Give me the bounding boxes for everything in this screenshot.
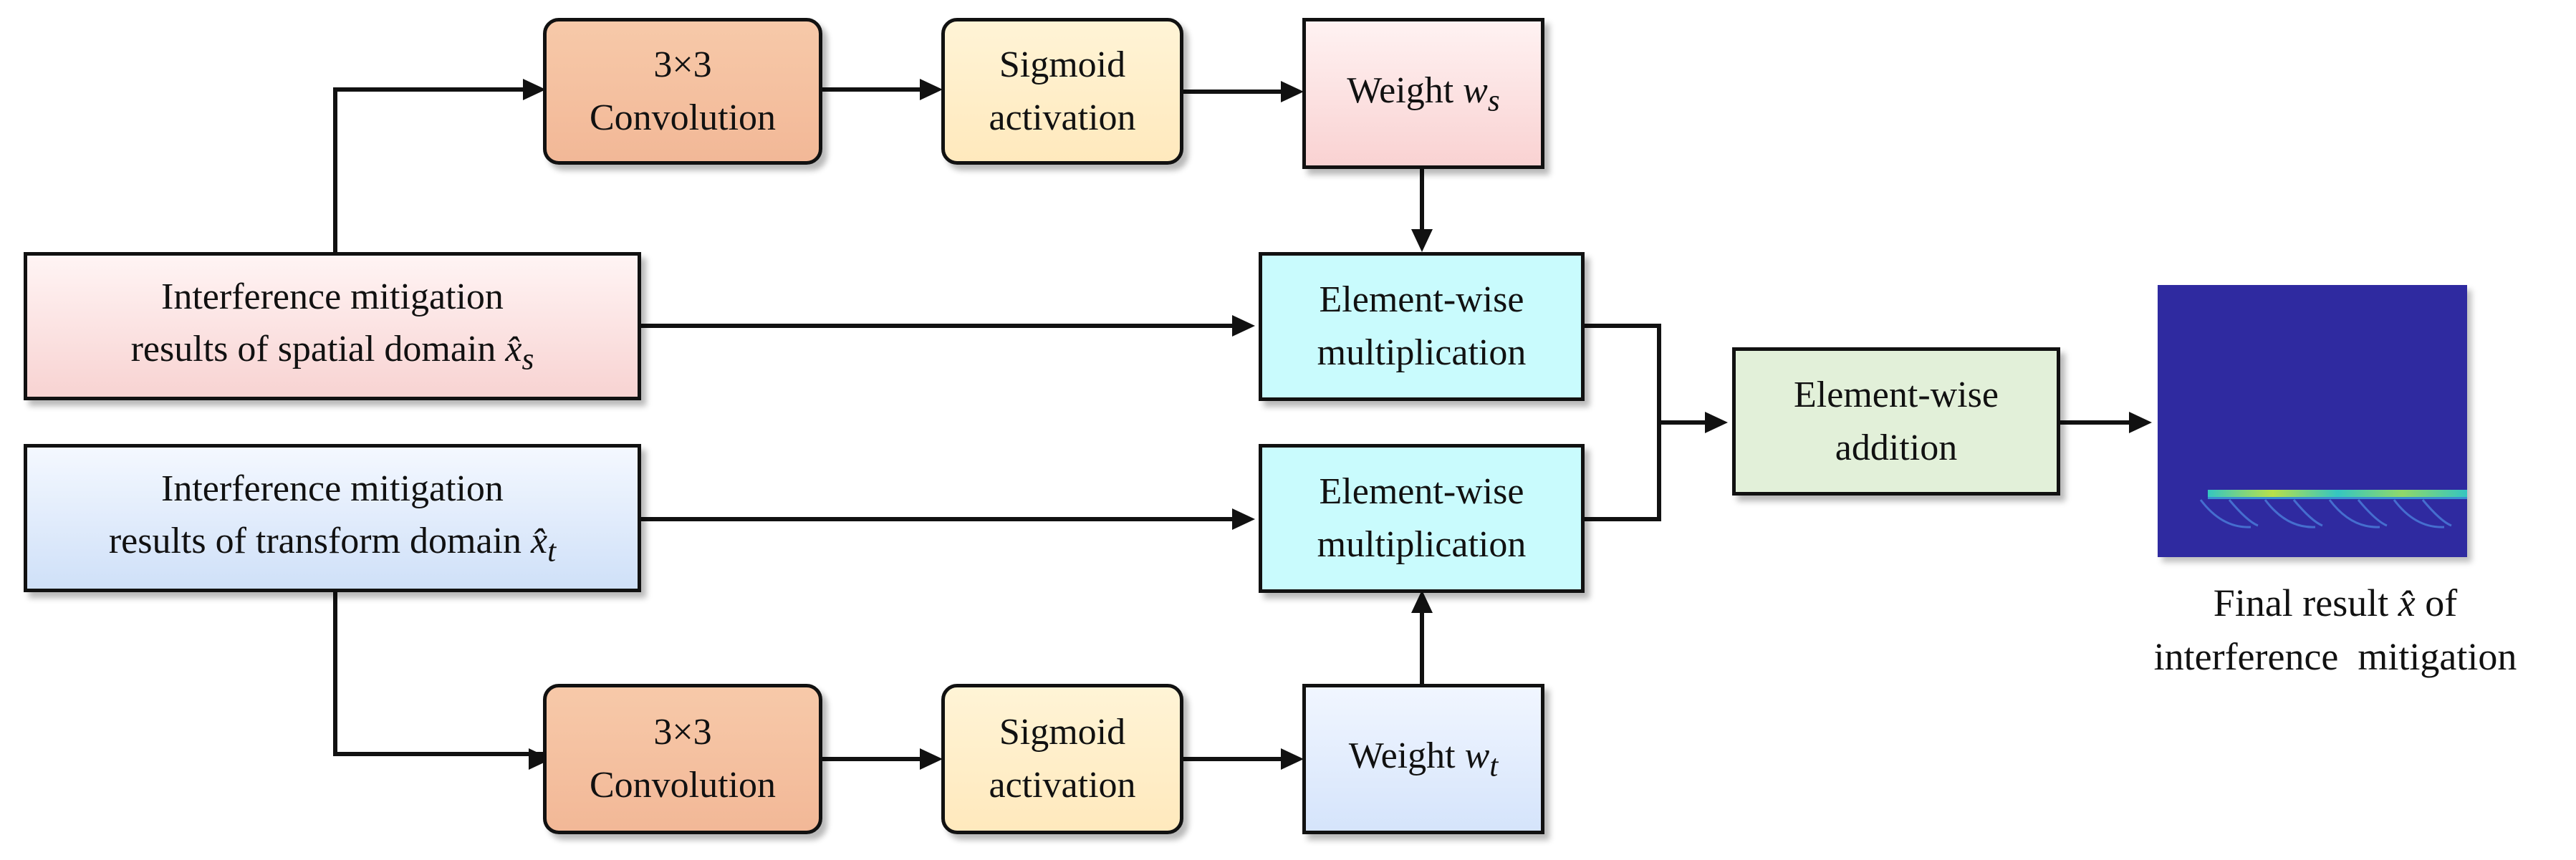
result-caption-line2: interference mitigation (2153, 634, 2517, 678)
result-trace (2264, 499, 2316, 528)
weight-wt-prefix: Weight (1348, 735, 1465, 777)
transform-input-box: Interference mitigation results of trans… (24, 444, 641, 592)
result-trace (2199, 499, 2251, 528)
transform-input-sub: t (547, 533, 557, 569)
multiply-top-merge-line (1585, 324, 1661, 521)
arrowhead (920, 748, 943, 770)
spatial-input-line1: Interference mitigation (161, 276, 504, 317)
spatial-input-line2-prefix: results of spatial domain (130, 329, 506, 370)
addition-line2: addition (1835, 427, 1958, 468)
result-caption-suffix: of (2415, 581, 2458, 624)
result-caption-line1: Final result x̂ of (2099, 576, 2572, 630)
result-trace (2393, 499, 2445, 528)
conv-top-box: 3×3 Convolution (543, 18, 822, 165)
transform-input-var: x̂ (531, 521, 548, 562)
sigmoid-bottom-line2: activation (989, 765, 1136, 806)
result-caption-prefix: Final result (2213, 581, 2398, 624)
transform-input-line2: results of transform domain x̂t (109, 515, 556, 574)
multiply-top-box: Element-wise multiplication (1259, 252, 1585, 401)
multiply-bottom-line1: Element-wise (1319, 471, 1524, 513)
conv-top-line1: 3×3 (653, 44, 712, 85)
result-trace (2228, 499, 2259, 527)
arrowhead (529, 748, 552, 770)
spatial-to-conv-top-arrow (333, 87, 537, 252)
result-trace (2328, 499, 2380, 528)
result-trace (2357, 499, 2388, 527)
result-image (2158, 285, 2467, 557)
conv-bottom-line1: 3×3 (653, 712, 712, 753)
transform-input-line1: Interference mitigation (161, 468, 504, 509)
spatial-input-sub: s (522, 342, 534, 377)
conv-bottom-box: 3×3 Convolution (543, 684, 822, 834)
transform-input-line2-prefix: results of transform domain (108, 521, 532, 562)
conv-top-line2: Convolution (589, 97, 777, 138)
arrowhead (1281, 81, 1304, 102)
weight-wt-label: Weight wt (1349, 730, 1499, 788)
spatial-input-var: x̂ (505, 329, 522, 370)
multiply-bottom-box: Element-wise multiplication (1259, 444, 1585, 593)
weight-wt-var: w (1464, 735, 1490, 777)
weight-ws-var: w (1463, 69, 1488, 111)
weight-ws-label: Weight ws (1347, 64, 1499, 123)
multiply-top-line1: Element-wise (1319, 279, 1524, 321)
result-signal-band-edge (2208, 497, 2467, 499)
weight-wt-box: Weight wt (1302, 684, 1544, 834)
weight-ws-box: Weight ws (1302, 18, 1544, 169)
arrowhead (1281, 748, 1304, 770)
arrowhead (1232, 508, 1255, 530)
weight-ws-prefix: Weight (1347, 69, 1464, 111)
spatial-input-line2: results of spatial domain x̂s (131, 323, 534, 382)
conv-bottom-line2: Convolution (589, 765, 777, 806)
sigmoid-top-line1: Sigmoid (999, 44, 1126, 85)
arrowhead (2129, 412, 2152, 433)
multiply-top-line2: multiplication (1317, 332, 1527, 373)
sigmoid-top-box: Sigmoid activation (941, 18, 1183, 165)
arrowhead (523, 79, 546, 100)
addition-box: Element-wise addition (1732, 347, 2060, 496)
arrowhead (1411, 229, 1433, 252)
result-trace (2292, 499, 2323, 527)
weight-ws-sub: s (1487, 82, 1500, 117)
sigmoid-top-line2: activation (989, 97, 1136, 138)
result-caption-var: x̂ (2398, 581, 2416, 624)
multiply-bottom-line2: multiplication (1317, 524, 1527, 565)
transform-to-conv-bottom-arrow (333, 589, 543, 756)
arrowhead (1411, 590, 1433, 613)
sigmoid-bottom-line1: Sigmoid (999, 712, 1126, 753)
sigmoid-bottom-box: Sigmoid activation (941, 684, 1183, 834)
spatial-input-box: Interference mitigation results of spati… (24, 252, 641, 400)
result-background (2158, 285, 2467, 557)
result-caption: Final result x̂ of interference mitigati… (2099, 576, 2572, 683)
result-signal-band (2208, 490, 2467, 497)
result-spectrogram (2158, 285, 2467, 557)
addition-line1: Element-wise (1794, 374, 1999, 415)
weight-wt-sub: t (1489, 748, 1499, 783)
arrowhead (1232, 315, 1255, 337)
arrowhead (920, 79, 943, 100)
result-trace (2421, 499, 2452, 527)
arrowhead (1705, 412, 1728, 433)
